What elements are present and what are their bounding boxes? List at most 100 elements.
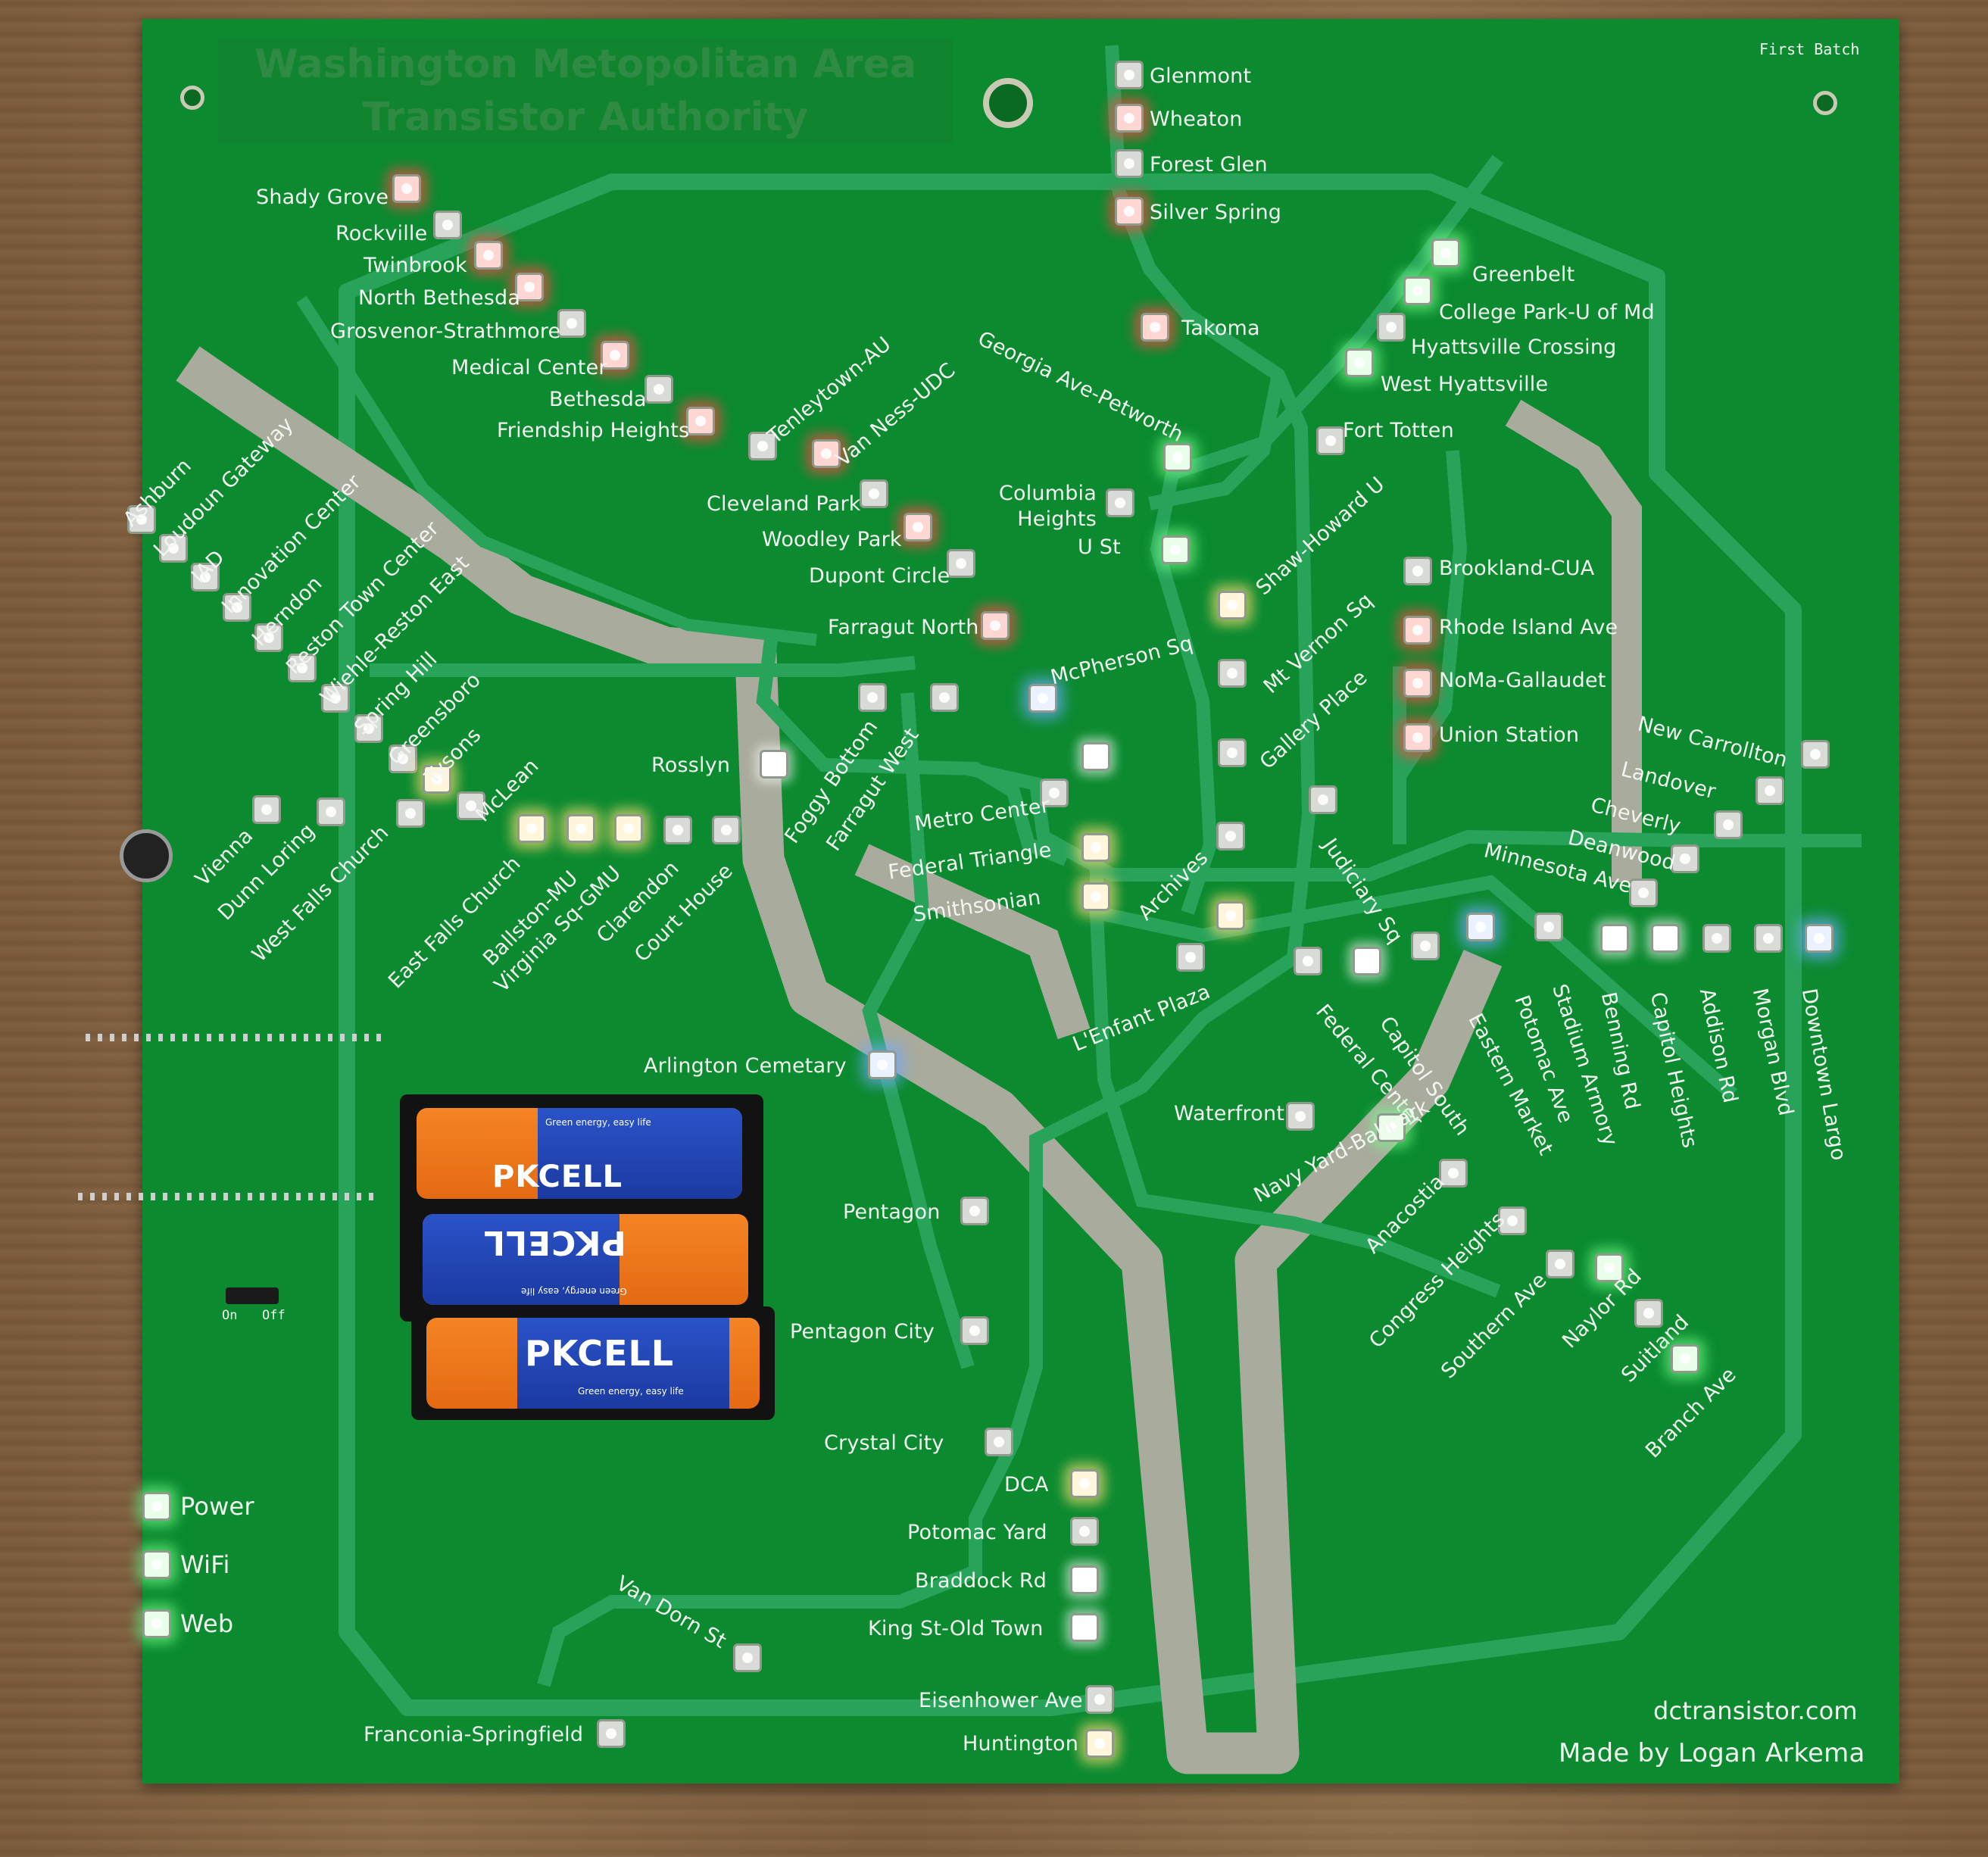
station-led-minnesota-ave — [1629, 879, 1658, 907]
station-led-federal-center — [1294, 947, 1322, 975]
station-led-innovation — [223, 593, 251, 622]
station-label-rosslyn: Rosslyn — [651, 754, 731, 777]
station-led-lenfant-upper — [1216, 901, 1245, 930]
station-label-franconia: Franconia-Springfield — [364, 1723, 584, 1746]
station-led-stadium-armory — [1534, 913, 1563, 941]
station-led-new-carrollton — [1801, 740, 1830, 769]
station-led-arlington-cemetary — [868, 1050, 897, 1079]
station-led-addison-rd — [1702, 924, 1731, 953]
station-led-u-st — [1161, 535, 1190, 564]
station-led-mt-vernon — [1218, 659, 1247, 688]
station-led-twinbrook — [474, 241, 503, 270]
station-led-spring-hill — [354, 714, 383, 743]
station-led-mclean — [457, 791, 485, 820]
station-led-virginia-sq — [614, 814, 643, 843]
station-label-greenbelt: Greenbelt — [1472, 263, 1575, 286]
web-led — [142, 1609, 171, 1638]
station-led-columbia-heights — [1106, 488, 1134, 517]
station-led-union-station — [1403, 723, 1432, 752]
station-led-forest-glen — [1115, 149, 1144, 178]
station-label-fort-totten: Fort Totten — [1343, 419, 1454, 442]
station-led-west-hyattsville — [1345, 348, 1374, 377]
station-led-pentagon — [960, 1197, 989, 1225]
station-label-cleveland-park: Cleveland Park — [707, 492, 861, 516]
station-led-landover — [1755, 776, 1784, 805]
station-led-medical-center — [601, 341, 629, 370]
station-led-capitol-south — [1353, 947, 1381, 975]
station-label-braddock-rd: Braddock Rd — [915, 1569, 1047, 1593]
battery-tagline: Green energy, easy life — [578, 1386, 684, 1397]
station-led-grosvenor — [557, 309, 586, 338]
power-led — [142, 1492, 171, 1521]
station-label-brookland: Brookland-CUA — [1439, 557, 1595, 580]
station-led-pentagon-city — [960, 1316, 989, 1345]
station-led-federal-triangle — [1081, 833, 1110, 862]
station-led-greenbelt — [1431, 239, 1460, 267]
station-led-van-ness — [812, 439, 841, 468]
station-led-loudoun — [159, 534, 188, 563]
station-led-wheaton — [1115, 104, 1144, 133]
mounting-hole — [180, 86, 204, 110]
station-label-dupont-circle: Dupont Circle — [809, 564, 950, 588]
station-label-arlington-cemetary: Arlington Cemetary — [644, 1054, 847, 1078]
station-label-noma: NoMa-Gallaudet — [1439, 669, 1606, 692]
station-label-wheaton: Wheaton — [1150, 108, 1243, 131]
station-label-pentagon: Pentagon — [843, 1200, 941, 1224]
station-label-king-st: King St-Old Town — [868, 1617, 1044, 1640]
station-led-ashburn — [127, 505, 156, 534]
station-led-vienna — [252, 795, 281, 824]
metro-pcb-board: Washington Metopolitan Area Transistor A… — [78, 19, 1899, 1784]
battery-brand: PKCELL — [483, 1223, 626, 1262]
station-led-benning-rd — [1600, 924, 1629, 953]
batch-note: First Batch — [1759, 40, 1860, 58]
station-label-huntington: Huntington — [963, 1732, 1079, 1756]
station-label-hyattsville: Hyattsville Crossing — [1411, 336, 1617, 359]
station-led-farragut-west — [930, 683, 959, 712]
board-title-line2: Transistor Authority — [362, 95, 809, 140]
battery-cell: PKCELL Green energy, easy life — [417, 1108, 742, 1199]
station-led-franconia — [597, 1719, 626, 1748]
station-label-potomac-yard: Potomac Yard — [907, 1521, 1047, 1544]
station-led-smithsonian — [1081, 882, 1110, 911]
station-led-farragut-north — [981, 611, 1010, 640]
metro-traces — [176, 45, 1862, 1774]
station-led-friendship-heights — [686, 407, 715, 435]
station-label-college-park: College Park-U of Md — [1439, 301, 1655, 324]
station-led-anacostia — [1439, 1159, 1468, 1188]
station-led-judiciary-sq — [1309, 785, 1337, 814]
station-led-archives — [1216, 822, 1245, 850]
station-led-branch-ave — [1671, 1344, 1699, 1373]
pin-header — [86, 1034, 381, 1041]
board-title-line1: Washington Metopolitan Area — [254, 42, 916, 87]
station-led-deanwood — [1671, 844, 1699, 873]
station-label-friendship-heights: Friendship Heights — [497, 419, 690, 442]
station-label-forest-glen: Forest Glen — [1150, 153, 1268, 176]
station-led-eisenhower — [1085, 1685, 1114, 1714]
station-label-columbia-heights: Columbia Heights — [998, 482, 1097, 531]
website-label: dctransistor.com — [1653, 1696, 1858, 1725]
station-label-shady-grove: Shady Grove — [256, 186, 389, 209]
station-label-rhode-island: Rhode Island Ave — [1439, 616, 1618, 639]
mounting-hole — [1813, 91, 1837, 115]
power-switch[interactable] — [226, 1287, 279, 1304]
station-led-potomac-yard — [1070, 1517, 1099, 1546]
battery-tagline: Green energy, easy life — [521, 1286, 627, 1297]
station-label-woodley-park: Woodley Park — [762, 528, 902, 551]
credit-label: Made by Logan Arkema — [1559, 1738, 1865, 1768]
station-led-congress-heights — [1498, 1206, 1527, 1235]
station-led-dca — [1070, 1469, 1099, 1498]
station-led-north-bethesda — [515, 273, 544, 301]
station-led-iad — [191, 563, 220, 591]
station-led-georgia-ave — [1163, 443, 1192, 472]
station-led-rhode-island — [1403, 616, 1432, 644]
station-led-college-park — [1403, 276, 1432, 305]
station-led-cheverly — [1714, 810, 1743, 839]
station-led-downtown-largo — [1805, 924, 1834, 953]
station-label-west-hyattsville: West Hyattsville — [1381, 373, 1549, 396]
station-label-dca: DCA — [1004, 1473, 1049, 1497]
switch-on-label: On — [222, 1308, 238, 1323]
station-led-foggy-bottom — [858, 683, 887, 712]
station-led-potomac-ave — [1466, 913, 1495, 941]
station-led-shady-grove — [392, 174, 421, 203]
station-led-wiehle — [321, 684, 350, 713]
